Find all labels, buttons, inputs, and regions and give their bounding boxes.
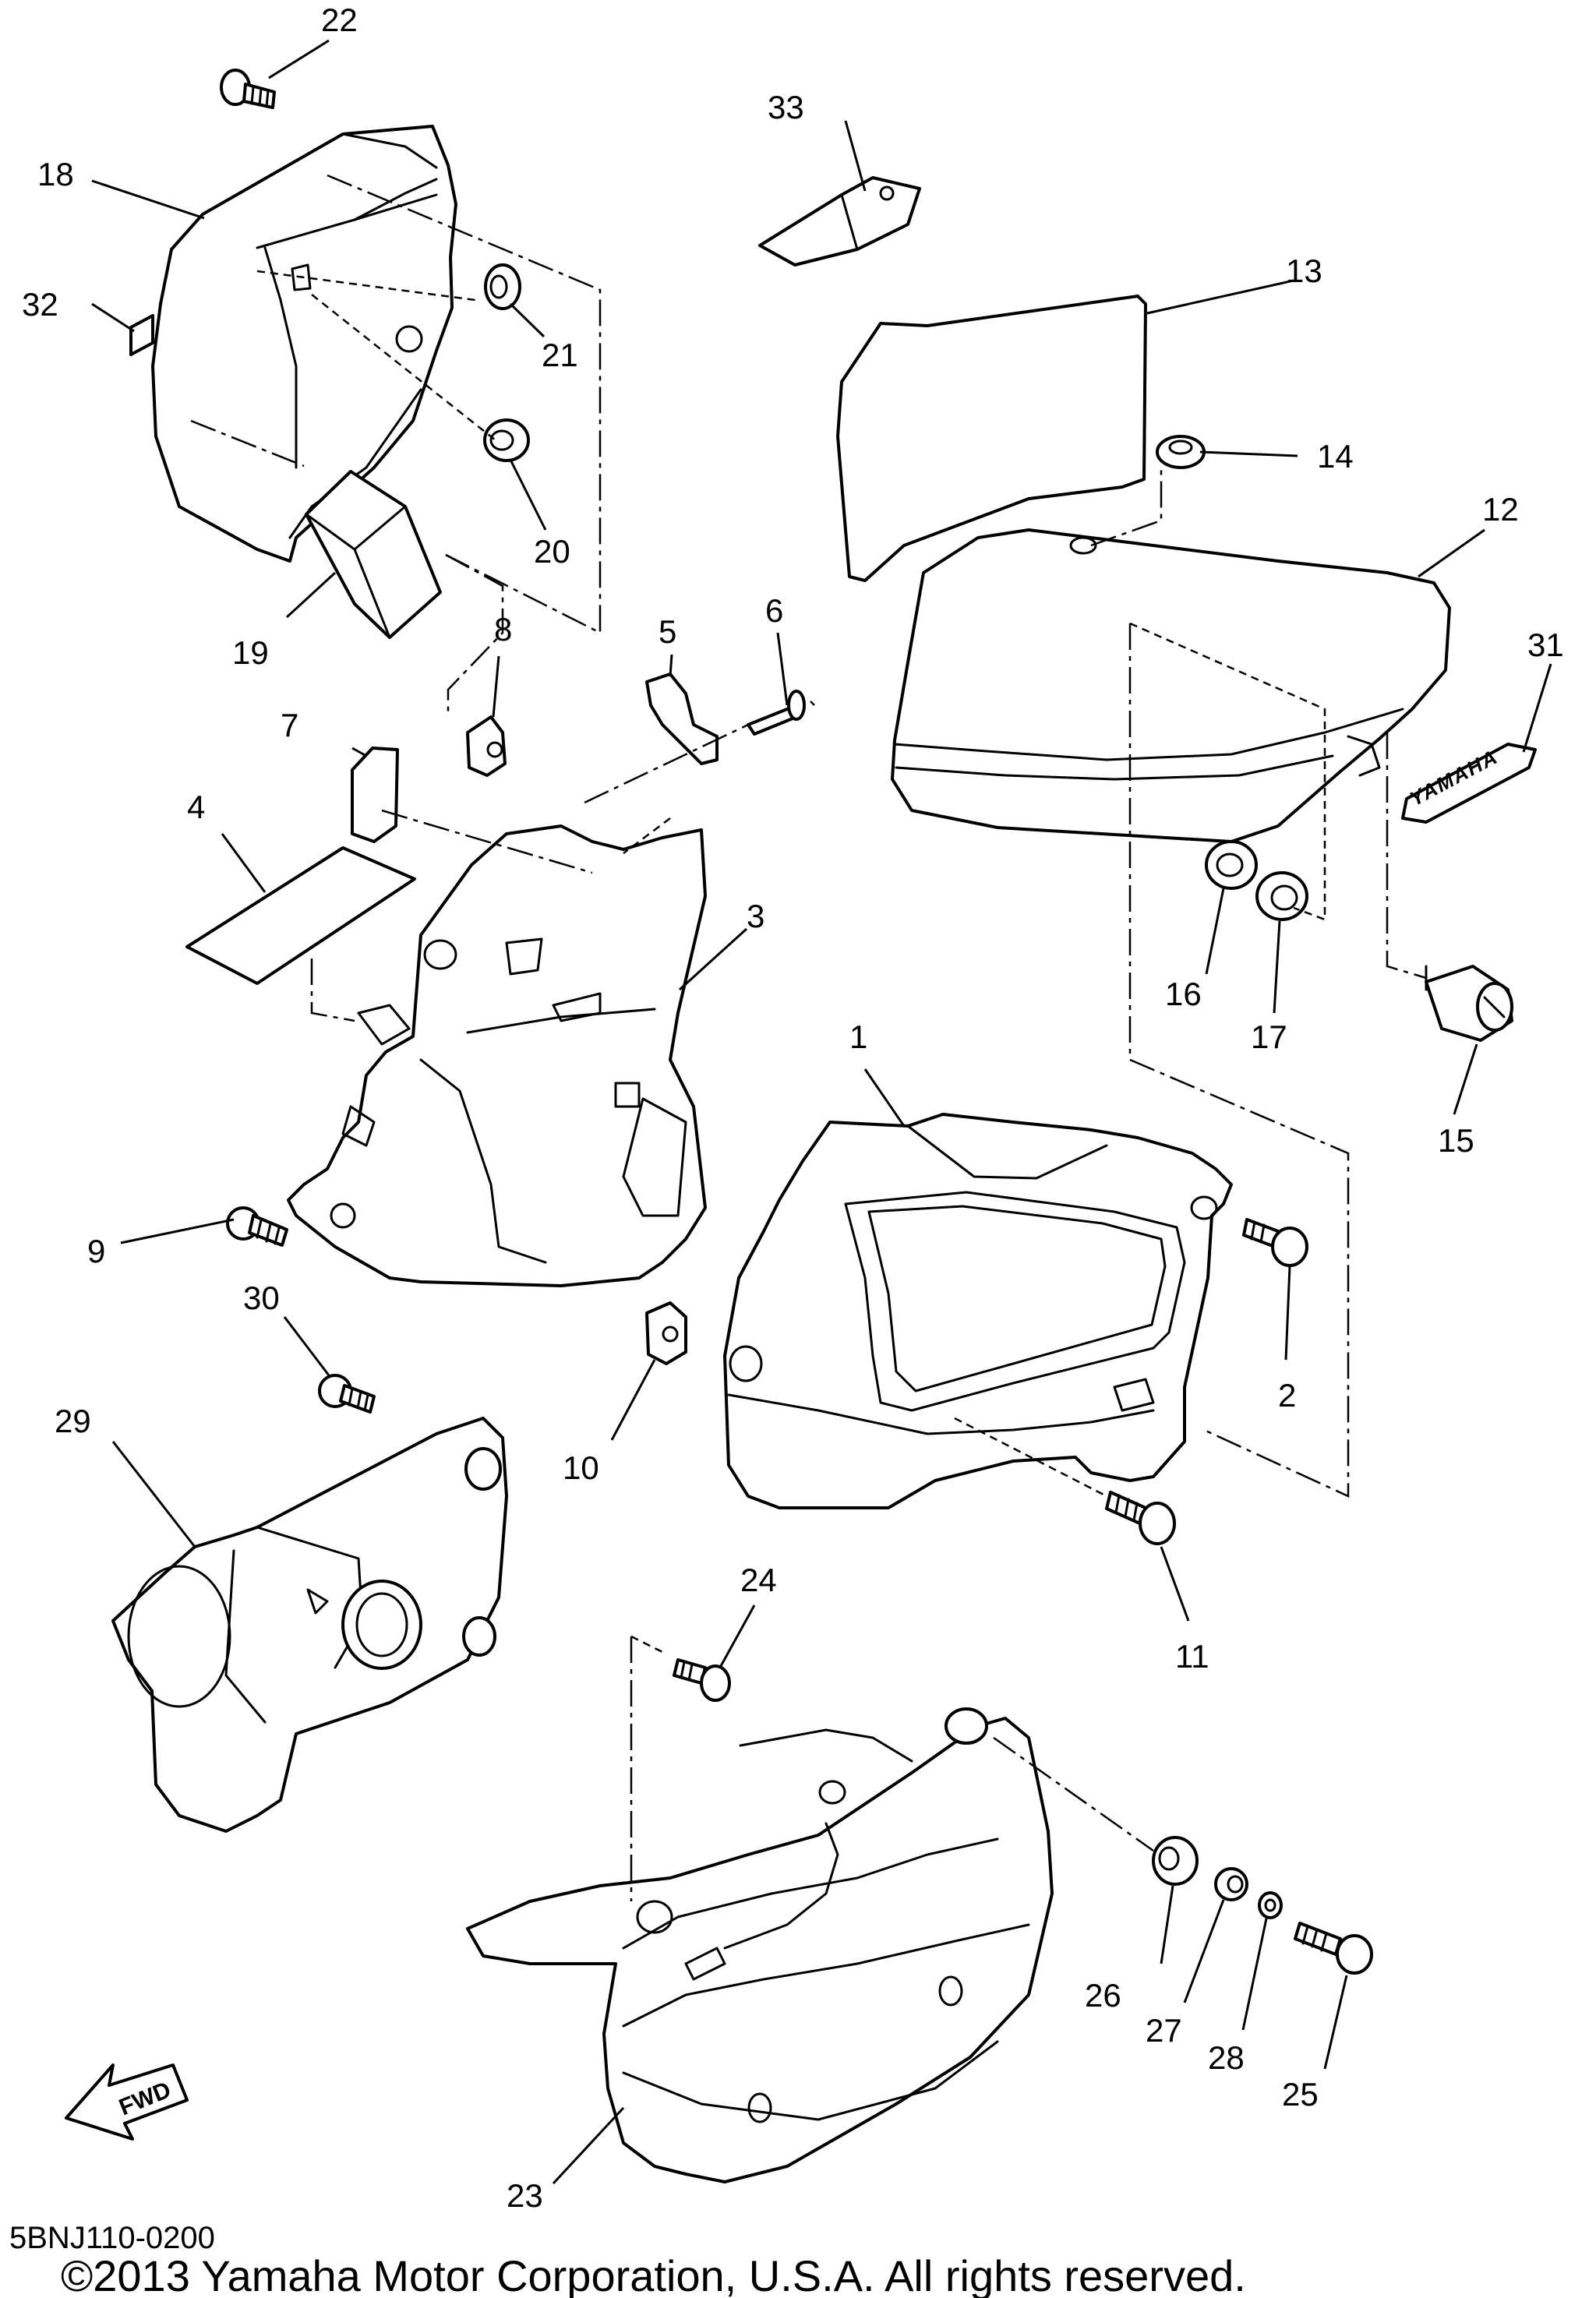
callout-10: 10 [563, 1449, 599, 1486]
callout-24: 24 [740, 1562, 777, 1598]
callout-6: 6 [765, 592, 783, 629]
pad-part-4 [185, 846, 416, 985]
callout-2: 2 [1278, 1377, 1296, 1414]
bolt-part-30 [318, 1374, 376, 1414]
bolt-part-25 [1294, 1922, 1373, 1975]
callout-25: 25 [1282, 2076, 1319, 2113]
bolt-part-2 [1242, 1218, 1308, 1267]
air-filter-case-part-1 [723, 1113, 1233, 1509]
callout-29: 29 [55, 1403, 91, 1439]
callout-8: 8 [494, 611, 512, 648]
emblem-part-31: YAMAHA [1401, 743, 1537, 824]
callout-13: 13 [1286, 252, 1322, 289]
bushing-part-17 [1255, 871, 1308, 921]
callout-7: 7 [281, 707, 298, 743]
rivet-part-6 [747, 690, 806, 736]
grommet-part-20 [483, 418, 530, 462]
diagram-code: 5BNJ110-0200 [9, 2221, 215, 2255]
assembly-lines [190, 174, 1427, 1901]
callout-20: 20 [534, 533, 570, 570]
callout-18: 18 [37, 156, 74, 192]
callout-17: 17 [1251, 1018, 1287, 1055]
cover-part-12 [891, 528, 1451, 843]
callout-14: 14 [1317, 438, 1354, 475]
copyright-notice: ©2013 Yamaha Motor Corporation, U.S.A. A… [61, 2251, 1246, 2298]
washer-part-28 [1258, 1891, 1283, 1919]
callout-12: 12 [1482, 491, 1519, 528]
callout-16: 16 [1165, 976, 1202, 1012]
callout-31: 31 [1527, 627, 1564, 663]
grommet-part-14 [1156, 435, 1206, 469]
callout-3: 3 [747, 898, 764, 934]
leader-lines [91, 39, 1552, 2185]
callout-1: 1 [849, 1018, 867, 1055]
crankcase-cover-part-29 [111, 1417, 508, 1833]
forward-direction-arrow: FWD [65, 2063, 189, 2141]
callout-19: 19 [232, 634, 269, 671]
bracket-part-5 [645, 672, 719, 765]
bolt-part-11 [1105, 1491, 1176, 1545]
nut-part-16 [1205, 840, 1258, 890]
pad-part-7 [351, 747, 399, 843]
clip-nut-part-10 [645, 1301, 687, 1365]
callout-4: 4 [187, 789, 205, 825]
panel-part-13 [836, 295, 1147, 582]
grommet-part-21 [484, 263, 521, 310]
damper-part-19 [305, 470, 442, 639]
grommet-part-26 [1152, 1836, 1199, 1886]
callout-labels: 1 2 3 4 5 6 7 8 9 10 11 12 13 14 15 16 1… [22, 2, 1564, 2214]
bolt-part-24 [673, 1658, 731, 1702]
callout-27: 27 [1146, 2012, 1182, 2049]
collar-part-27 [1214, 1867, 1248, 1901]
callout-11: 11 [1175, 1638, 1209, 1675]
screw-part-22 [220, 69, 276, 109]
callout-28: 28 [1208, 2039, 1245, 2076]
callout-32: 32 [22, 286, 58, 323]
bracket-part-33 [758, 176, 921, 267]
callout-21: 21 [542, 337, 578, 373]
lock-part-15 [1425, 965, 1513, 1042]
callout-30: 30 [243, 1280, 280, 1316]
frame-bracket-part-3 [287, 824, 707, 1287]
clip-nut-part-8 [466, 715, 507, 777]
callout-26: 26 [1085, 1977, 1121, 2014]
callout-33: 33 [768, 89, 804, 125]
bolt-part-9 [226, 1206, 288, 1247]
label-part-32 [129, 314, 154, 356]
callout-15: 15 [1438, 1122, 1474, 1159]
callout-5: 5 [659, 613, 676, 650]
callout-22: 22 [321, 2, 358, 38]
callout-23: 23 [507, 2177, 543, 2214]
drive-cover-part-23 [466, 1707, 1054, 2183]
side-cover-part-18 [151, 125, 457, 563]
callout-9: 9 [87, 1233, 105, 1269]
